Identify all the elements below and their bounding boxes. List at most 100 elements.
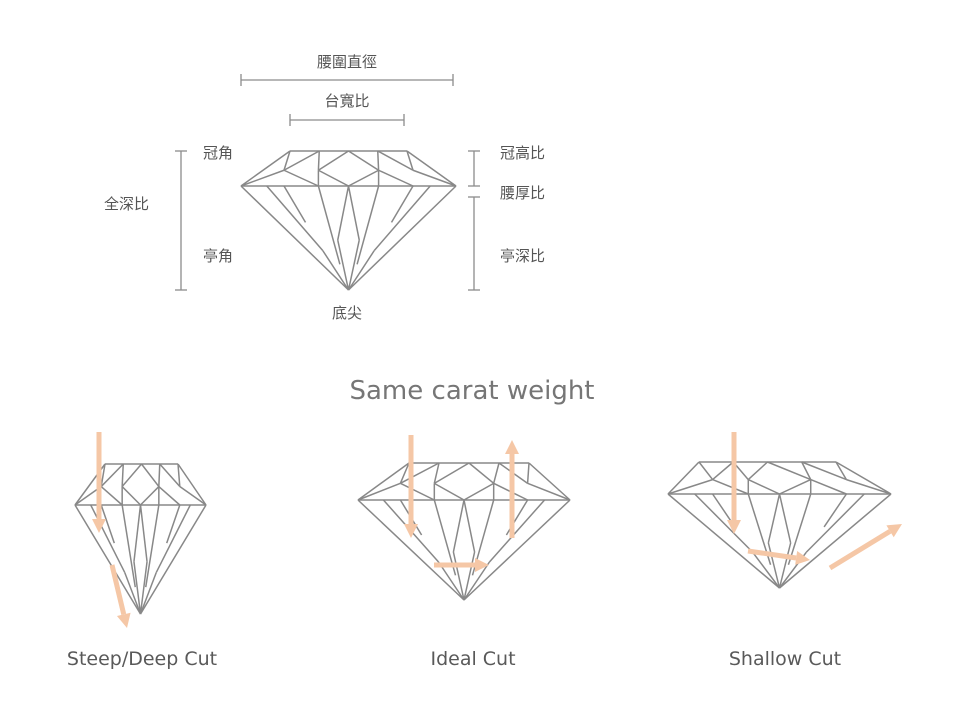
arrow-head xyxy=(795,551,810,565)
arrow-head xyxy=(404,524,418,538)
pavilion-facet xyxy=(347,239,360,291)
table-ratio-label: 台寬比 xyxy=(324,92,370,110)
crown-facet xyxy=(801,461,847,481)
crown-facet xyxy=(378,169,414,187)
crown-left-edge xyxy=(357,462,410,501)
pavilion-facet xyxy=(337,185,350,241)
crown-right-edge xyxy=(528,462,571,501)
pavilion-facet xyxy=(266,185,324,251)
pavilion-facet xyxy=(347,250,375,291)
crown-facet xyxy=(698,461,714,481)
shallow-cut-diamond xyxy=(667,461,892,589)
arrow-head xyxy=(116,612,131,628)
pavilion-facet xyxy=(463,499,476,553)
pavilion-facet xyxy=(139,572,157,615)
pavilion-facet xyxy=(778,542,792,589)
pavilion-facet xyxy=(317,185,341,265)
crown-facet xyxy=(159,463,181,488)
pavilion-facet xyxy=(787,493,812,566)
crown-right-edge xyxy=(177,463,207,506)
shallow-ray-out xyxy=(828,524,902,571)
ideal-cut-diamond xyxy=(357,462,571,601)
crown-facet xyxy=(712,478,749,495)
crown-left-edge xyxy=(240,150,291,187)
light-ray-arrows xyxy=(92,432,902,628)
crown-facet xyxy=(348,150,380,171)
crown-facet xyxy=(348,169,379,187)
ideal-cut-caption: Ideal Cut xyxy=(430,648,516,670)
pavilion-facet xyxy=(139,561,148,615)
crown-facet xyxy=(747,478,780,495)
crown-facet xyxy=(357,482,401,501)
crown-facet xyxy=(317,150,320,171)
crown-facet xyxy=(412,169,457,187)
pavilion-facet xyxy=(100,504,116,544)
crown-facet xyxy=(318,169,349,187)
pavilion-facet xyxy=(823,493,848,528)
crown-facet xyxy=(779,478,812,495)
pavilion-facet xyxy=(337,239,350,291)
crown-angle-label: 冠角 xyxy=(203,144,234,162)
arrow-shaft xyxy=(747,548,797,561)
crown-facet xyxy=(317,150,349,171)
pavilion-left-edge xyxy=(240,185,350,291)
total-depth-ratio-label: 全深比 xyxy=(104,195,150,213)
pavilion-facet xyxy=(694,493,754,553)
pavilion-angle-label: 亭角 xyxy=(203,247,234,265)
pavilion-right-edge xyxy=(347,185,457,291)
crown-facet xyxy=(747,461,769,481)
pavilion-left-edge xyxy=(74,504,142,615)
dimension-lines xyxy=(175,74,480,291)
crown-facet xyxy=(406,150,414,171)
crown-facet xyxy=(100,463,106,487)
pavilion-facet xyxy=(778,493,792,544)
pavilion-facet xyxy=(347,185,360,241)
arrow-head xyxy=(92,519,106,533)
arrow-shaft xyxy=(828,529,892,571)
crown-facet xyxy=(801,461,812,480)
shallow-ray-in xyxy=(727,432,741,534)
crown-facet xyxy=(140,463,160,488)
ideal-ray-bounce xyxy=(434,558,489,572)
arrow-head xyxy=(505,440,519,454)
pavilion-depth-ratio-label: 亭深比 xyxy=(500,247,546,265)
crown-left-edge xyxy=(667,461,700,495)
crown-facet xyxy=(283,150,320,171)
pavilion-facet xyxy=(488,499,546,563)
steep-deep-cut-diamond xyxy=(74,463,207,615)
girdle-thickness-ratio-label: 腰厚比 xyxy=(500,184,546,202)
crown-facet xyxy=(158,463,161,487)
pavilion-facet xyxy=(139,504,148,562)
crown-facet xyxy=(283,150,291,171)
pavilion-facet xyxy=(121,504,137,588)
pavilion-facet xyxy=(133,504,142,562)
arrow-head xyxy=(727,520,741,534)
crown-facet xyxy=(100,485,123,506)
crown-facet xyxy=(463,482,495,501)
steep-deep-cut-caption: Steep/Deep Cut xyxy=(66,648,218,670)
crown-facet xyxy=(810,478,847,495)
pavilion-right-edge xyxy=(139,504,207,615)
crown-facet xyxy=(240,169,285,187)
crown-facet xyxy=(767,461,812,481)
crown-facet xyxy=(121,486,142,506)
pavilion-facet xyxy=(752,551,781,589)
ideal-ray-in xyxy=(404,435,418,538)
crown-facet xyxy=(283,169,319,187)
crown-facet xyxy=(158,485,181,506)
anatomy-diamond xyxy=(240,150,457,291)
pavilion-facet xyxy=(165,504,181,544)
crown-facet xyxy=(667,478,713,495)
crown-facet xyxy=(139,486,160,506)
crown-facet xyxy=(526,462,530,484)
culet-label: 底尖 xyxy=(331,304,363,322)
pavilion-facet xyxy=(452,551,465,601)
pavilion-left-edge xyxy=(357,499,465,601)
deep-ray-in xyxy=(92,432,106,533)
pavilion-facet xyxy=(390,185,414,223)
crown-facet xyxy=(433,462,440,484)
pavilion-facet xyxy=(805,493,865,553)
pavilion-facet xyxy=(124,572,142,615)
crown-facet xyxy=(846,478,892,495)
crown-height-ratio-label: 冠高比 xyxy=(500,144,546,162)
